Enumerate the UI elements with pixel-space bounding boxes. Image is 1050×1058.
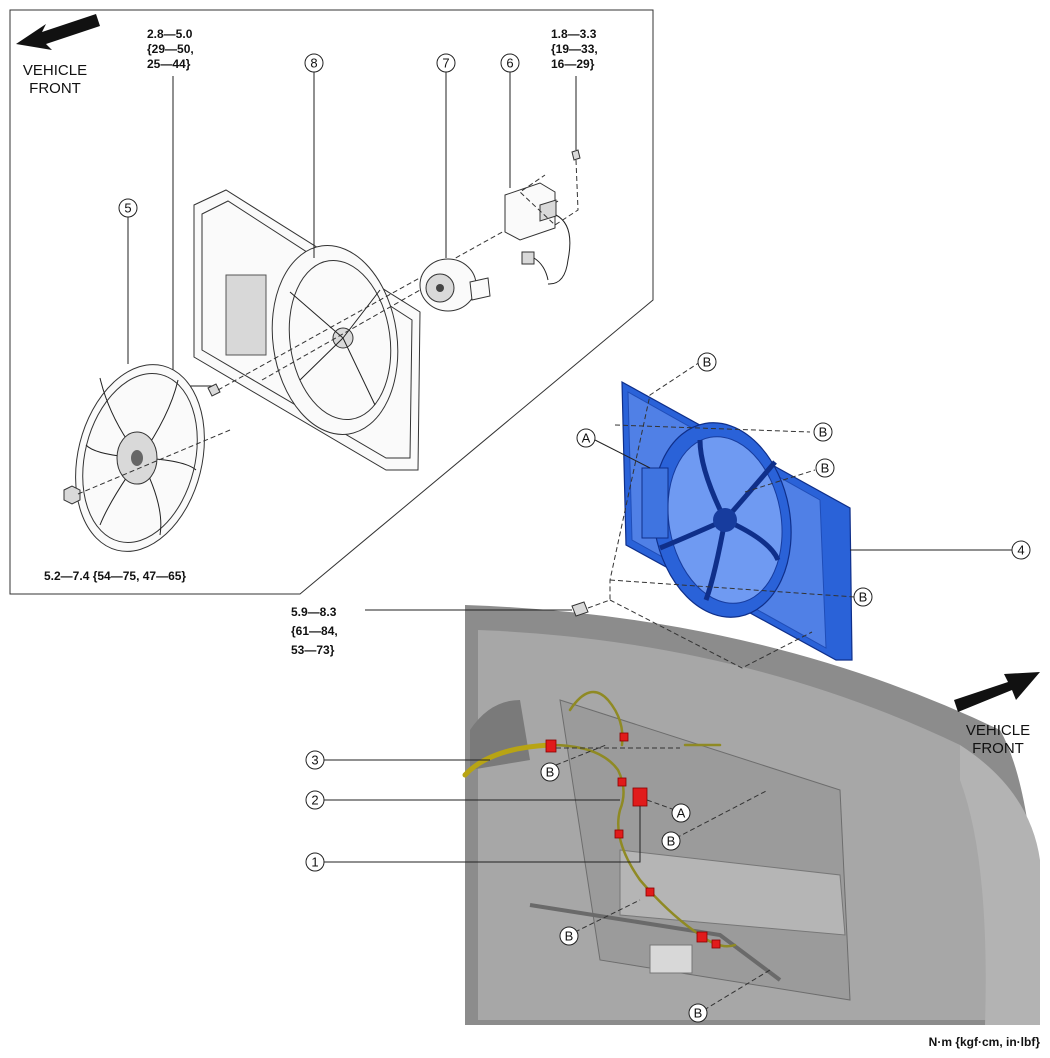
assembly-line [261, 289, 421, 381]
svg-text:3: 3 [311, 753, 318, 768]
svg-text:A: A [677, 806, 686, 821]
assembly-line [609, 579, 856, 598]
callout-b-top: B [697, 352, 717, 372]
harness-clips [545, 732, 721, 949]
svg-text:2: 2 [311, 793, 318, 808]
torque-text: 2.8—5.0 [147, 27, 193, 41]
vehicle-front-label-2: FRONT [972, 740, 1024, 757]
vehicle-front-indicator-top: VEHICLE FRONT [16, 14, 100, 97]
callout-b-4: B [688, 969, 771, 1023]
inset-frame [9, 9, 654, 595]
torque-spec-shroud-bolt: 5.9—8.3 {61—84, 53—73} [291, 605, 338, 657]
callout-b-2: B [661, 789, 769, 851]
callout-b-right-3: B [853, 587, 873, 607]
svg-text:8: 8 [310, 56, 317, 71]
svg-text:B: B [703, 355, 712, 370]
svg-text:B: B [546, 765, 555, 780]
front-arrow-icon [16, 14, 100, 50]
torque-text: 16—29} [551, 57, 595, 71]
torque-text: 1.8—3.3 [551, 27, 597, 41]
fan-motor [419, 258, 491, 312]
svg-text:A: A [582, 431, 591, 446]
torque-spec-fan-nut: 5.2—7.4 {54—75, 47—65} [44, 569, 186, 583]
callout-3: 3 [305, 750, 490, 770]
mount-bolt [207, 383, 221, 397]
svg-text:B: B [667, 834, 676, 849]
assembly-line [744, 469, 816, 493]
svg-text:B: B [565, 929, 574, 944]
torque-text: {29—50, [147, 42, 194, 56]
svg-text:1: 1 [311, 855, 318, 870]
assembly-line [614, 424, 811, 433]
callout-a-connector: A [646, 799, 691, 823]
svg-text:5: 5 [124, 201, 131, 216]
vehicle-front-label-2: FRONT [29, 80, 81, 97]
callout-a-shroud: A [576, 428, 651, 469]
callout-5: 5 [118, 198, 138, 364]
vehicle-front-body [465, 605, 1040, 1025]
callout-b-right-1: B [813, 422, 833, 442]
svg-text:B: B [859, 590, 868, 605]
svg-text:4: 4 [1017, 543, 1024, 558]
svg-text:B: B [821, 461, 830, 476]
torque-text: {61—84, [291, 624, 338, 638]
torque-spec-control-module: 1.8—3.3 {19—33, 16—29} [551, 27, 598, 150]
vehicle-front-indicator-right: VEHICLE FRONT [954, 672, 1040, 757]
vehicle-front-label-1: VEHICLE [23, 62, 87, 79]
fan-nut [63, 485, 81, 505]
svg-text:B: B [694, 1006, 703, 1021]
module-bolt [571, 149, 581, 161]
callout-b-right-2: B [815, 458, 835, 478]
units-label: N·m {kgf·cm, in·lbf} [929, 1035, 1041, 1049]
assembly-line [609, 599, 813, 669]
callout-2: 2 [305, 790, 620, 810]
fan-control-module [504, 182, 571, 285]
svg-text:6: 6 [506, 56, 513, 71]
torque-text: {19—33, [551, 42, 598, 56]
fan-shroud-inset [193, 189, 421, 471]
callout-b-1: B [540, 744, 680, 782]
svg-text:B: B [819, 425, 828, 440]
callout-b-3: B [559, 899, 641, 946]
fan-blade [75, 364, 205, 552]
fan-shroud-assembly [621, 380, 853, 661]
torque-text: 25—44} [147, 57, 191, 71]
callout-6: 6 [500, 53, 520, 188]
torque-spec-fan-mount: 2.8—5.0 {29—50, 25—44} [147, 27, 212, 387]
assembly-line [519, 159, 579, 226]
callout-7: 7 [436, 53, 456, 258]
torque-text: 5.9—8.3 [291, 605, 337, 619]
assembly-line [77, 429, 231, 495]
vehicle-front-label-1: VEHICLE [966, 722, 1030, 739]
shroud-mount-bolt [571, 601, 589, 617]
callout-8: 8 [304, 53, 324, 258]
callout-4: 4 [850, 540, 1031, 560]
callout-1: 1 [305, 806, 641, 872]
svg-text:7: 7 [442, 56, 449, 71]
front-arrow-icon [954, 672, 1040, 712]
assembly-line [217, 199, 561, 391]
torque-text: 53—73} [291, 643, 335, 657]
